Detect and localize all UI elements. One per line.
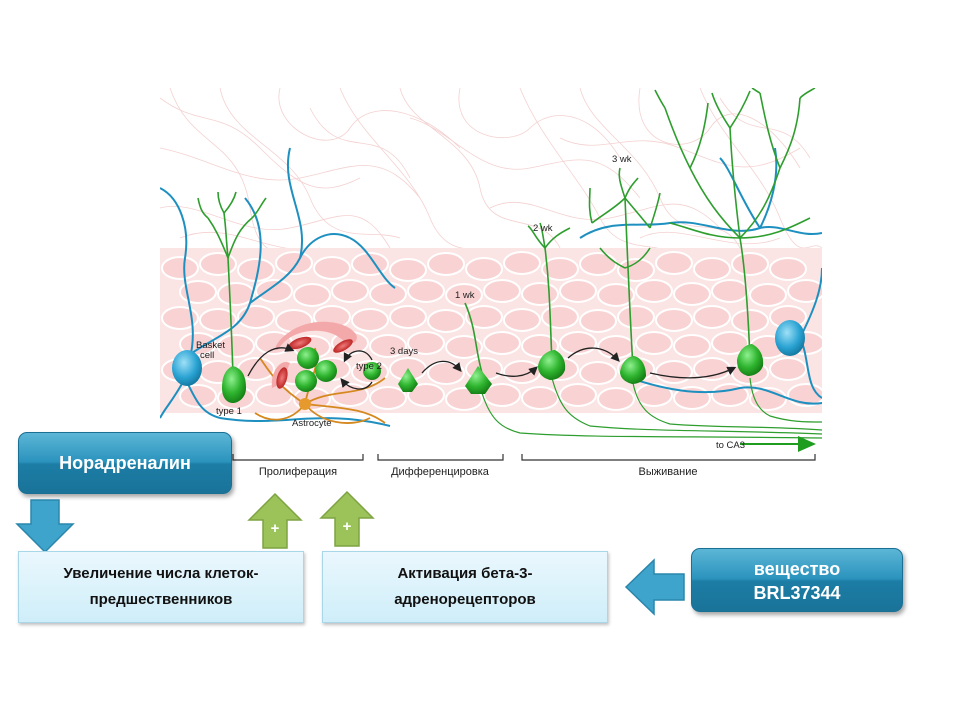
noradrenalin-box: Норадреналин bbox=[18, 432, 232, 494]
brl-line2: BRL37344 bbox=[753, 583, 841, 603]
wk3-label: 3 wk bbox=[612, 154, 632, 165]
astrocyte-label: Astrocyte bbox=[292, 418, 332, 429]
progenitor-increase-box: Увеличение числа клеток- предшественнико… bbox=[18, 551, 304, 623]
noradrenalin-label: Норадреналин bbox=[59, 452, 191, 473]
basket-cell bbox=[172, 350, 202, 386]
plus-sign-right: + bbox=[343, 518, 352, 535]
wk1-label: 1 wk bbox=[455, 290, 475, 301]
to-ca3-label: to CA3 bbox=[716, 440, 745, 451]
progenitor-increase-line2: предшественников bbox=[89, 591, 233, 608]
down-arrow bbox=[15, 499, 75, 554]
astrocyte-body bbox=[299, 398, 311, 410]
granule-cell-layer bbox=[160, 248, 822, 438]
wk2-label: 2 wk bbox=[533, 223, 553, 234]
plus-sign-left: + bbox=[271, 520, 280, 537]
phase-brackets bbox=[232, 454, 816, 461]
plus-arrow-right: + bbox=[319, 490, 375, 547]
phase-proliferation: Пролиферация bbox=[259, 466, 337, 478]
basket-cell-right bbox=[775, 320, 805, 356]
progenitor-increase-line1: Увеличение числа клеток- bbox=[63, 564, 259, 582]
molecular-layer-mesh bbox=[160, 88, 822, 259]
brl37344-box: вещество BRL37344 bbox=[691, 548, 903, 612]
plus-arrow-left: + bbox=[247, 492, 303, 549]
phase-differentiation: Дифференцировка bbox=[391, 466, 490, 478]
neuron-bodies bbox=[222, 344, 764, 403]
progression-arrows bbox=[247, 343, 737, 390]
brl-line1: вещество bbox=[753, 558, 841, 579]
beta3-activation-line1: Активация бета-3- bbox=[397, 564, 533, 582]
axons-to-ca3 bbox=[481, 377, 822, 439]
neuron-dendrites bbox=[197, 88, 816, 379]
blood-vessel bbox=[271, 321, 357, 389]
beta3-activation-line2: адренорецепторов bbox=[394, 591, 536, 608]
type2-label: type 2 bbox=[356, 361, 382, 372]
type1-label: type 1 bbox=[216, 406, 242, 417]
beta3-activation-box: Активация бета-3- адренорецепторов bbox=[322, 551, 608, 623]
phase-survival: Выживание bbox=[639, 466, 698, 478]
days3-label: 3 days bbox=[390, 346, 418, 357]
interneuron-axons bbox=[160, 147, 822, 427]
left-arrow bbox=[624, 558, 685, 616]
